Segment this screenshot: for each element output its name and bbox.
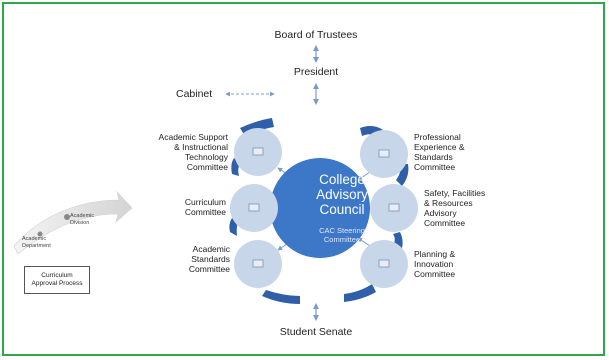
label-line: Academic	[22, 236, 47, 242]
curriculum-approval-box[interactable]: Curriculum Approval Process	[24, 266, 90, 294]
committee-node-left-1[interactable]	[234, 128, 282, 176]
steering-line: CAC Steering	[319, 226, 365, 235]
label-line: Advisory	[424, 208, 457, 218]
label-line: Committee	[414, 162, 456, 172]
committee-node-right-1[interactable]	[360, 130, 408, 178]
label-line: Standards	[191, 254, 230, 264]
document-icon	[248, 203, 260, 212]
steering-committee-label: CAC Steering Committee	[302, 226, 382, 244]
label-line: Planning &	[414, 249, 456, 259]
label-line: Committee	[188, 264, 230, 274]
academic-division-dot	[64, 214, 70, 220]
label-line: Curriculum	[41, 272, 73, 279]
steering-line: Committee	[323, 235, 361, 244]
label-line: Academic	[70, 213, 95, 219]
label-line: & Instructional	[174, 142, 228, 152]
council-title-line: College	[319, 172, 365, 187]
committee-label-left-3: Academic Standards Committee	[164, 244, 230, 274]
label-line: Academic	[192, 244, 230, 254]
council-circle[interactable]	[270, 158, 370, 258]
label-line: Standards	[414, 152, 453, 162]
committee-node-right-3[interactable]	[360, 240, 408, 288]
arc-segment-bottom-left	[262, 290, 300, 304]
label-line: Approval Process	[31, 280, 83, 287]
diagram-frame: Board of Trustees President Cabinet Stud…	[2, 2, 605, 356]
label-line: Experience &	[414, 142, 465, 152]
academic-division-label: Academic Division	[70, 213, 110, 226]
diagram-canvas	[13, 45, 418, 321]
student-senate-label: Student Senate	[279, 326, 353, 338]
process-swoosh-arrow	[13, 190, 133, 255]
label-line: Innovation	[414, 259, 454, 269]
arc-segment-mid-right	[396, 164, 409, 186]
label-line: Safety, Facilities	[424, 188, 486, 198]
cabinet-label: Cabinet	[176, 88, 213, 100]
label-line: Committee	[424, 218, 466, 228]
label-line: Committee	[186, 162, 228, 172]
arc-segment-bottom-right	[344, 284, 376, 302]
committee-node-left-3[interactable]	[234, 240, 282, 288]
council-title: College Advisory Council	[292, 172, 392, 217]
label-line: Committee	[414, 269, 456, 279]
committee-label-right-3: Planning & Innovation Committee	[414, 249, 494, 279]
committee-label-left-1: Academic Support & Instructional Technol…	[132, 132, 228, 172]
document-icon	[252, 147, 264, 156]
document-icon	[378, 259, 390, 268]
label-line: Committee	[184, 207, 226, 217]
academic-department-dot	[37, 231, 43, 237]
council-title-line: Council	[319, 202, 365, 217]
document-icon	[252, 259, 264, 268]
committee-label-right-2: Safety, Facilities & Resources Advisory …	[424, 188, 514, 228]
label-line: Department	[22, 242, 51, 249]
label-line: Technology	[184, 152, 228, 162]
council-title-line: Advisory	[316, 187, 368, 202]
committee-node-left-2[interactable]	[230, 184, 278, 232]
committee-label-left-2: Curriculum Committee	[152, 197, 226, 217]
label-line: Academic Support	[158, 132, 228, 142]
document-icon	[388, 203, 400, 212]
committee-label-right-1: Professional Experience & Standards Comm…	[414, 132, 504, 172]
label-line: Curriculum	[184, 197, 226, 207]
label-line: Professional	[414, 132, 461, 142]
committee-node-right-2[interactable]	[370, 184, 418, 232]
document-icon	[378, 149, 390, 158]
label-line: Division	[70, 219, 90, 226]
president-label: President	[293, 66, 339, 78]
academic-department-label: Academic Department	[22, 236, 68, 249]
board-of-trustees-label: Board of Trustees	[274, 29, 358, 41]
label-line: & Resources	[424, 198, 473, 208]
